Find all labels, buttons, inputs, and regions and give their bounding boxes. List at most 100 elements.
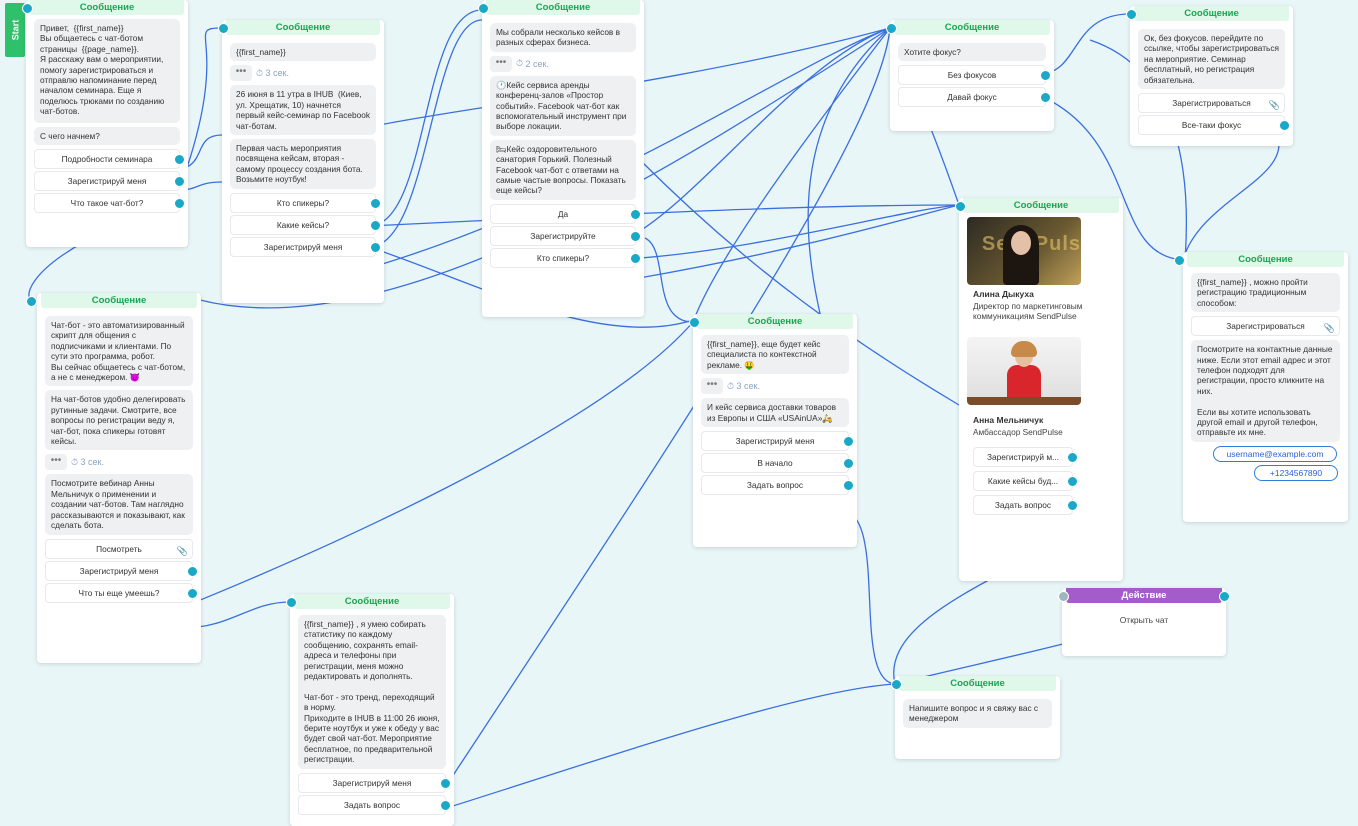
input-port[interactable] [26, 296, 37, 307]
quick-reply-button[interactable]: Зарегистрируй меня [45, 560, 198, 581]
node-title: Сообщение [697, 314, 853, 329]
message-node-2[interactable]: Сообщение {{first_name}} •••⏱ 3 сек. 26 … [218, 20, 384, 303]
speaker-role: Директор по маркетинговым коммуникациям … [973, 301, 1083, 321]
quick-reply-button[interactable]: Что такое чат-бот? [34, 193, 185, 214]
start-tab[interactable]: Start [5, 3, 25, 57]
wire [627, 204, 960, 281]
input-port[interactable] [22, 3, 33, 14]
paperclip-icon: 📎 [1268, 100, 1280, 111]
message-node-7[interactable]: Сообщение {{first_name}}, еще будет кейс… [689, 314, 857, 547]
quick-reply-button[interactable]: Подробности семинара [34, 149, 185, 170]
quick-reply-button[interactable]: Какие кейсы буд... [973, 471, 1078, 491]
node-title: Сообщение [899, 676, 1056, 691]
quick-reply-button[interactable]: Задать вопрос [973, 495, 1078, 515]
output-port[interactable] [174, 154, 185, 166]
node-title: Сообщение [30, 0, 184, 15]
phone-quick-reply[interactable]: +1234567890 [1254, 464, 1338, 481]
message-node-3[interactable]: Сообщение Мы собрали несколько кейсов в … [478, 0, 644, 317]
message-node-4[interactable]: Сообщение Хотите фокус? Без фокусов Дава… [886, 20, 1054, 131]
output-port[interactable] [370, 241, 381, 253]
message-bubble: {{first_name}} , можно пройти регистраци… [1191, 273, 1340, 313]
output-port[interactable] [174, 176, 185, 188]
node-title: Действие [1066, 588, 1222, 603]
message-bubble: Посмотрите на контактные данные ниже. Ес… [1191, 340, 1340, 442]
output-port[interactable] [843, 436, 854, 448]
node-title: Сообщение [963, 198, 1119, 213]
action-node[interactable]: Действие Открыть чат [1058, 588, 1230, 656]
quick-reply-button[interactable]: Зарегистрируйте [490, 225, 641, 246]
output-port[interactable] [187, 565, 198, 577]
message-node-10[interactable]: Сообщение {{first_name}} , я умею собира… [286, 594, 454, 826]
message-bubble: Посмотрите вебинар Анны Мельничук о прим… [45, 474, 193, 535]
output-port[interactable] [1067, 500, 1078, 511]
output-port[interactable] [1040, 92, 1051, 104]
message-bubble: Ок, без фокусов. перейдите по ссылке, чт… [1138, 29, 1285, 90]
quick-reply-button[interactable]: Зарегистрируй меня [34, 171, 185, 192]
node-title: Сообщение [294, 594, 450, 609]
output-port[interactable] [174, 198, 185, 210]
quick-reply-button[interactable]: Задать вопрос [298, 794, 451, 815]
output-port[interactable] [440, 777, 451, 789]
quick-reply-button[interactable]: Без фокусов [898, 65, 1051, 86]
message-bubble: 26 июня в 11 утра в IHUB (Киев, ул. Хрещ… [230, 85, 376, 136]
output-port[interactable] [1219, 591, 1230, 602]
message-bubble: Хотите фокус? [898, 43, 1046, 62]
node-title: Сообщение [894, 20, 1050, 35]
output-port[interactable] [1279, 120, 1290, 132]
input-port[interactable] [1126, 9, 1137, 20]
output-port[interactable] [440, 799, 451, 811]
message-node-9[interactable]: Сообщение {{first_name}} , можно пройти … [1174, 252, 1348, 522]
quick-reply-button[interactable]: Зарегистрируй м... [973, 447, 1078, 467]
message-bubble: Чат-бот - это автоматизированный скрипт … [45, 316, 193, 387]
message-node-1[interactable]: Сообщение Привет, {{first_name}} Вы обща… [22, 0, 188, 247]
input-port[interactable] [1174, 255, 1185, 266]
message-bubble: На чат-ботов удобно делегировать рутинны… [45, 390, 193, 451]
input-port[interactable] [478, 3, 489, 14]
output-port[interactable] [1040, 70, 1051, 82]
quick-reply-button[interactable]: Все-таки фокус [1138, 115, 1290, 136]
quick-reply-button[interactable]: Какие кейсы? [230, 214, 381, 235]
typing-delay: •••⏱ 3 сек. [701, 378, 849, 395]
output-port[interactable] [630, 208, 641, 220]
output-port[interactable] [370, 197, 381, 209]
wire [368, 19, 483, 248]
quick-reply-button[interactable]: Зарегистрируй меня [701, 431, 854, 452]
input-port[interactable] [1058, 591, 1069, 602]
quick-reply-button[interactable]: Да [490, 203, 641, 224]
output-port[interactable] [843, 458, 854, 470]
url-button[interactable]: Посмотреть📎 [45, 538, 193, 559]
input-port[interactable] [286, 597, 297, 608]
timer-icon: ⏱ [727, 380, 737, 391]
quick-reply-button[interactable]: Кто спикеры? [490, 247, 641, 268]
url-button[interactable]: Зарегистрироваться📎 [1191, 316, 1340, 337]
quick-reply-button[interactable]: Задать вопрос [701, 475, 854, 496]
wire [627, 204, 960, 260]
message-node-6[interactable]: Сообщение Чат-бот - это автоматизированн… [26, 293, 201, 663]
input-port[interactable] [891, 679, 902, 690]
output-port[interactable] [843, 480, 854, 492]
output-port[interactable] [1067, 476, 1078, 487]
message-node-12[interactable]: Сообщение Напишите вопрос и я свяжу вас … [891, 676, 1060, 759]
input-port[interactable] [689, 317, 700, 328]
output-port[interactable] [630, 252, 641, 264]
url-button[interactable]: Зарегистрироваться📎 [1138, 93, 1285, 114]
quick-reply-button[interactable]: Что ты еще умеешь? [45, 582, 198, 603]
input-port[interactable] [218, 23, 229, 34]
output-port[interactable] [187, 587, 198, 599]
input-port[interactable] [886, 23, 897, 34]
quick-reply-button[interactable]: Зарегистрируй меня [298, 772, 451, 793]
typing-delay: •••⏱ 2 сек. [490, 55, 636, 72]
quick-reply-button[interactable]: Зарегистрируй меня [230, 236, 381, 257]
message-bubble: И кейс сервиса доставки товаров из Европ… [701, 398, 849, 428]
output-port[interactable] [1067, 452, 1078, 463]
input-port[interactable] [955, 201, 966, 212]
message-node-5[interactable]: Сообщение Ок, без фокусов. перейдите по … [1126, 6, 1293, 146]
output-port[interactable] [630, 230, 641, 242]
gallery-node[interactable]: Сообщение SendPuls Алина Дыкуха Директор… [955, 198, 1123, 581]
quick-reply-button[interactable]: Давай фокус [898, 87, 1051, 108]
message-bubble: Первая часть мероприятия посвящена кейса… [230, 139, 376, 189]
quick-reply-button[interactable]: Кто спикеры? [230, 192, 381, 213]
email-quick-reply[interactable]: username@example.com [1213, 445, 1337, 462]
output-port[interactable] [370, 219, 381, 231]
quick-reply-button[interactable]: В начало [701, 453, 854, 474]
